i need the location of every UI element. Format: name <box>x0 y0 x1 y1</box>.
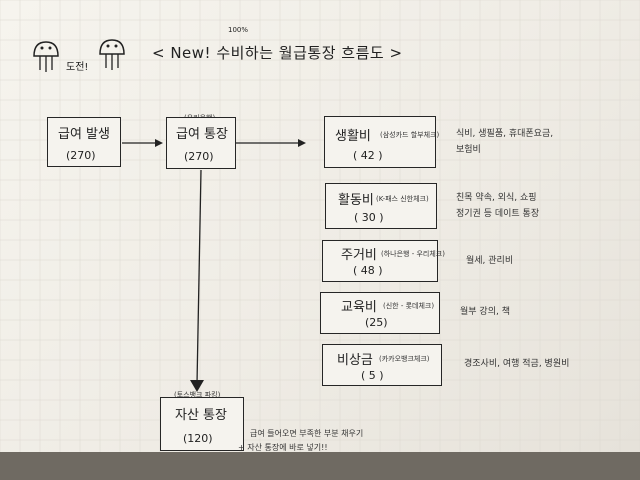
node-emergency-title: 비상금 <box>337 353 373 368</box>
arrowhead-asset-icon <box>190 380 204 392</box>
note-activity-2: 정기권 등 데이트 통장 <box>456 209 540 219</box>
connector-lines <box>122 139 306 437</box>
note-housing-1: 월세, 관리비 <box>466 256 514 266</box>
node-housing-value: ( 48 ) <box>353 264 383 277</box>
node-activity-value: ( 30 ) <box>354 211 384 224</box>
mushroom-doodle-right-icon <box>99 39 125 70</box>
node-asset-annotation: (토스뱅크 파킹) <box>174 391 221 399</box>
node-payroll-title: 급여 통장 <box>176 127 228 142</box>
node-living: 생활비 (삼성카드 할부체크) ( 42 ) <box>324 116 440 168</box>
arrowhead-payroll-icon <box>155 139 163 147</box>
node-housing-account: (하나은행 - 우리체크) <box>381 250 445 258</box>
note-asset-1: 급여 들어오면 부족한 부분 채우기 <box>250 429 364 438</box>
node-emergency: 비상금 (카카오뱅크체크) ( 5 ) <box>322 344 442 386</box>
node-activity: 활동비 (K-패스 신한체크) ( 30 ) <box>325 183 437 229</box>
node-housing: 주거비 (하나은행 - 우리체크) ( 48 ) <box>322 240 445 282</box>
node-emergency-account: (카카오뱅크체크) <box>379 355 430 363</box>
node-activity-title: 활동비 <box>338 193 374 208</box>
note-living-2: 보험비 <box>456 145 481 155</box>
node-asset: 자산 통장 (120) <box>160 397 244 451</box>
note-education-1: 월부 강의, 책 <box>460 307 510 317</box>
node-payroll: 급여 통장 (270) <box>166 117 236 169</box>
note-activity-1: 친목 약속, 외식, 쇼핑 <box>456 193 537 203</box>
note-asset-2: + 자산 통장에 바로 넣기!! <box>238 443 328 452</box>
node-living-account: (삼성카드 할부체크) <box>380 131 440 139</box>
node-education-title: 교육비 <box>341 300 377 315</box>
note-emergency-1: 경조사비, 여행 적금, 병원비 <box>464 359 570 369</box>
node-payroll-value: (270) <box>184 150 214 163</box>
node-education: 교육비 (신한 - 롯데체크) (25) <box>320 292 440 334</box>
arrowhead-living-icon <box>298 139 306 147</box>
diagram-title: < New! 수비하는 월급통장 흐름도 > <box>152 44 403 62</box>
node-education-value: (25) <box>365 316 388 329</box>
node-salary-value: (270) <box>66 149 96 162</box>
node-salary: 급여 발생 (270) <box>47 117 121 167</box>
node-salary-title: 급여 발생 <box>58 127 110 142</box>
node-living-value: ( 42 ) <box>353 149 383 162</box>
node-activity-account: (K-패스 신한체크) <box>376 195 429 203</box>
check-mark-note: 100% <box>228 26 249 34</box>
payroll-to-asset-line <box>196 169 202 385</box>
node-asset-value: (120) <box>183 432 213 445</box>
mushroom-doodle-left-icon <box>33 41 59 72</box>
paper-sheet: 도전! 100% < New! 수비하는 월급통장 흐름도 > 급여 발생 (2… <box>0 0 640 452</box>
node-living-title: 생활비 <box>335 129 371 144</box>
doodle-label: 도전! <box>66 62 89 73</box>
node-asset-title: 자산 통장 <box>175 408 227 423</box>
node-emergency-value: ( 5 ) <box>361 369 384 382</box>
paper-grid <box>0 0 640 452</box>
node-housing-title: 주거비 <box>341 248 377 263</box>
note-living-1: 식비, 생필품, 휴대폰요금, <box>456 129 554 139</box>
node-education-account: (신한 - 롯데체크) <box>383 302 435 310</box>
